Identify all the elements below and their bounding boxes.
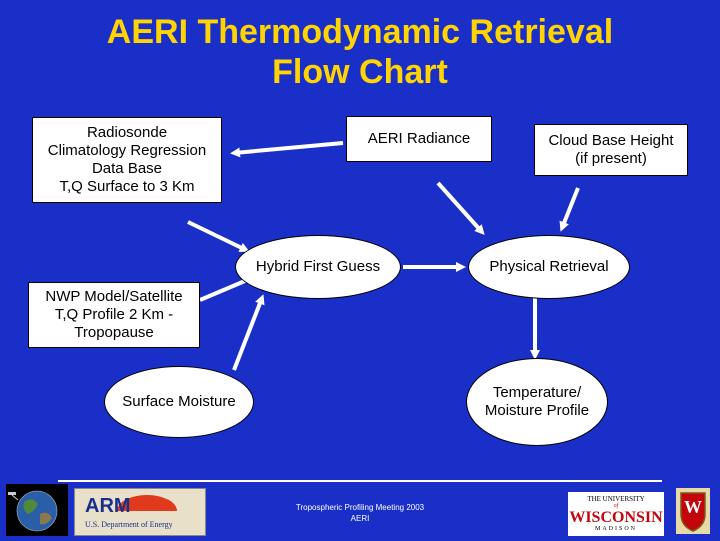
footer-line-2: AERI xyxy=(350,514,370,523)
crest-shield-icon xyxy=(680,492,706,532)
wisconsin-of-text: of xyxy=(613,503,619,509)
footer-text: Tropospheric Profiling Meeting 2003 AERI xyxy=(260,502,460,524)
arrow-cloud-to-physical xyxy=(559,187,580,232)
arrow-surface-to-hybrid xyxy=(232,294,265,371)
nwp-line-1: NWP Model/Satellite xyxy=(45,288,183,305)
arm-logo: ARM U.S. Department of Energy xyxy=(74,488,206,536)
nwp-box: NWP Model/Satellite T,Q Profile 2 Km - T… xyxy=(28,282,200,348)
hybrid-first-guess-label: Hybrid First Guess xyxy=(255,258,381,275)
temperature-moisture-profile-node: Temperature/ Moisture Profile xyxy=(466,358,608,446)
cloud-base-box: Cloud Base Height (if present) xyxy=(534,124,688,176)
physical-retrieval-label: Physical Retrieval xyxy=(489,258,609,275)
arrow-radiance-to-radiosonde xyxy=(230,141,344,158)
aeri-radiance-box: AERI Radiance xyxy=(346,116,492,162)
title-line-1: AERI Thermodynamic Retrieval xyxy=(106,13,614,51)
arm-logo-text: ARM xyxy=(85,495,131,517)
slide-title: AERI Thermodynamic Retrieval Flow Chart xyxy=(0,12,720,92)
arm-logo-subtext: U.S. Department of Energy xyxy=(85,520,173,529)
radiosonde-line-3: Data Base xyxy=(91,160,163,177)
arrow-radiosonde-to-hybrid xyxy=(187,220,250,252)
nwp-line-3: Tropopause xyxy=(74,324,154,341)
cloud-base-line-2: (if present) xyxy=(575,150,647,167)
earth-satellite-logo xyxy=(6,484,68,536)
arrow-radiance-to-physical xyxy=(436,181,485,235)
nwp-line-2: T,Q Profile 2 Km - xyxy=(54,306,174,323)
radiosonde-line-1: Radiosonde xyxy=(86,124,168,141)
cloud-base-line-1: Cloud Base Height xyxy=(548,132,674,149)
university-of-wisconsin-logo: THE UNIVERSITY of WISCONSIN MADISON xyxy=(568,492,664,536)
physical-retrieval-node: Physical Retrieval xyxy=(468,235,630,299)
aeri-radiance-label: AERI Radiance xyxy=(367,130,471,147)
surface-moisture-node: Surface Moisture xyxy=(104,366,254,438)
hybrid-first-guess-node: Hybrid First Guess xyxy=(235,235,401,299)
profile-line-1: Temperature/ xyxy=(492,384,582,401)
footer-divider xyxy=(58,480,662,482)
title-line-2: Flow Chart xyxy=(272,53,448,91)
globe-icon xyxy=(8,490,58,532)
arm-sunrise-icon xyxy=(75,495,205,535)
crest-letter: W xyxy=(684,497,702,517)
wisconsin-top-text: THE UNIVERSITY xyxy=(587,495,645,503)
radiosonde-line-2: Climatology Regression xyxy=(47,142,207,159)
wisconsin-bottom-text: MADISON xyxy=(594,526,637,532)
radiosonde-line-4: T,Q Surface to 3 Km xyxy=(59,178,195,195)
wisconsin-main-text: WISCONSIN xyxy=(569,509,663,526)
profile-line-2: Moisture Profile xyxy=(484,402,590,419)
footer-line-1: Tropospheric Profiling Meeting 2003 xyxy=(295,503,425,512)
radiosonde-box: Radiosonde Climatology Regression Data B… xyxy=(32,117,222,203)
wisconsin-crest-logo: W xyxy=(676,488,710,534)
surface-moisture-label: Surface Moisture xyxy=(122,393,236,410)
